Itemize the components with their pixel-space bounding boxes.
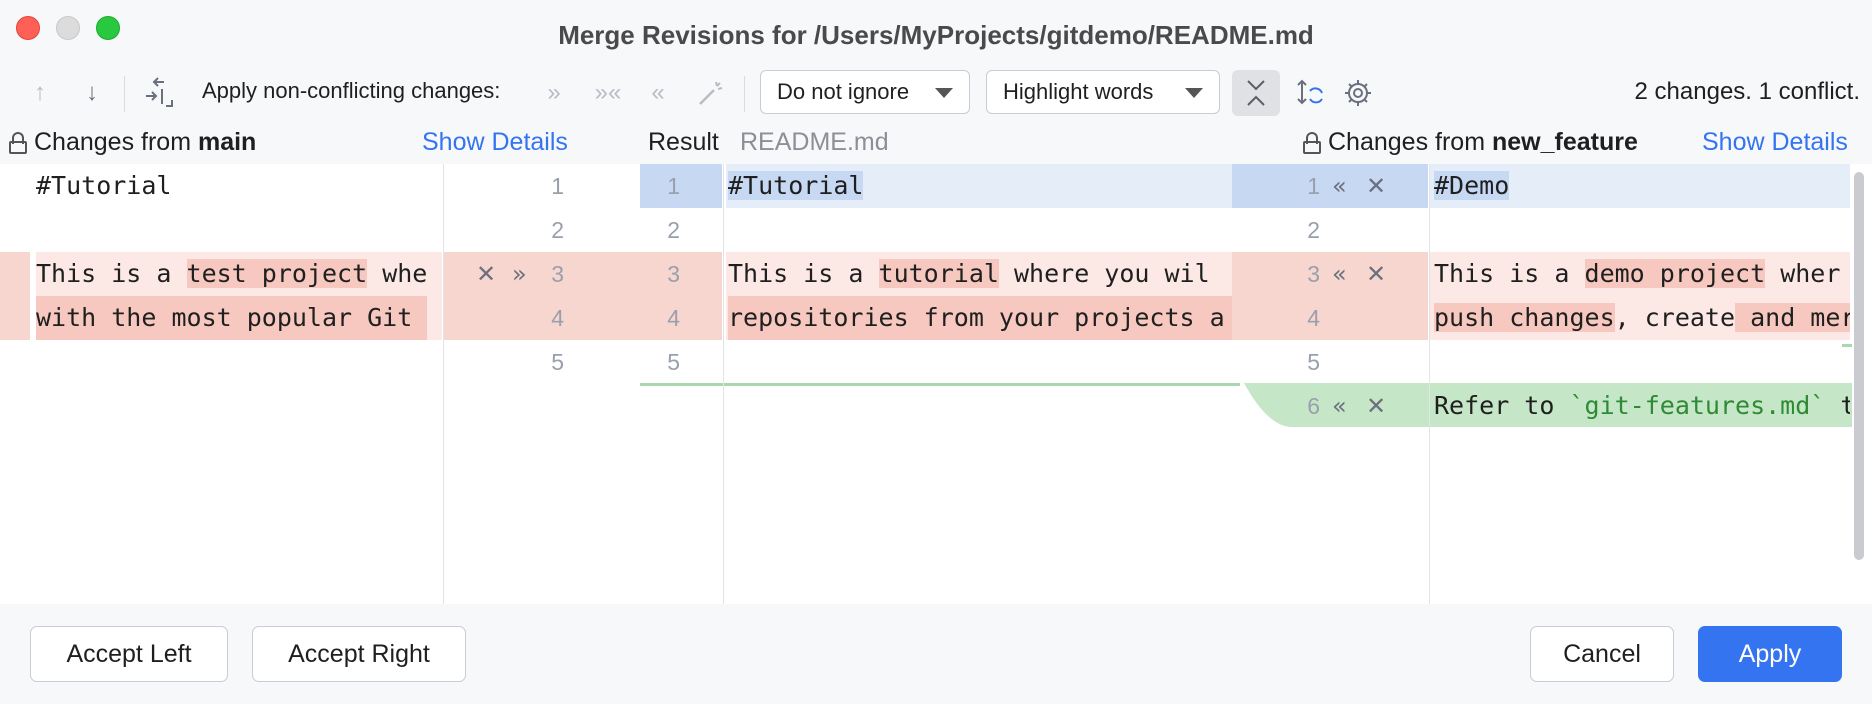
zoom-window-button[interactable] (96, 16, 120, 40)
left-conflict-marker (0, 252, 30, 340)
apply-button[interactable]: Apply (1698, 626, 1842, 682)
result-gutter-modified (640, 164, 722, 208)
right-line-number: 6 (1307, 393, 1320, 419)
apply-right-change-icon[interactable]: « (1332, 260, 1347, 288)
right-show-details-link[interactable]: Show Details (1702, 128, 1848, 156)
left-line-number: 5 (551, 349, 564, 375)
highlight-dropdown-value: Highlight words (1003, 79, 1154, 104)
result-line-number: 1 (667, 173, 680, 199)
panel-headers: Changes from main Show Details Result RE… (0, 120, 1872, 164)
changes-status: 2 changes. 1 conflict. (1634, 78, 1860, 105)
apply-right-icon[interactable]: » (547, 79, 561, 106)
toolbar: ↑ ↓ Apply non-conflicting changes: » »« … (0, 68, 1872, 118)
toolbar-separator (744, 76, 745, 112)
chevron-down-icon (1185, 88, 1203, 98)
left-line-number: 3 (551, 261, 564, 287)
apply-left-icon[interactable]: « (651, 79, 665, 106)
right-line-number: 4 (1307, 305, 1320, 331)
vertical-scrollbar[interactable] (1854, 172, 1864, 560)
sync-scroll-icon[interactable] (1292, 74, 1328, 112)
compare-icon[interactable] (138, 74, 180, 112)
right-line-number: 1 (1307, 173, 1320, 199)
discard-right-icon[interactable]: ✕ (1366, 172, 1387, 200)
left-line-4: with the most popular Git (36, 296, 428, 340)
divider (723, 164, 724, 604)
right-line-6: Refer to `git-features.md` t (1434, 391, 1850, 420)
added-block (1232, 383, 1852, 427)
left-line-number: 4 (551, 305, 564, 331)
divider (443, 164, 444, 604)
right-branch-name: new_feature (1491, 128, 1638, 156)
discard-right-icon[interactable]: ✕ (1366, 260, 1387, 288)
chevron-down-icon (935, 88, 953, 98)
toolbar-separator (124, 76, 125, 112)
discard-left-icon[interactable]: ✕ (476, 260, 497, 288)
highlight-mode-dropdown[interactable]: Highlight words (986, 70, 1220, 114)
right-gutter-conflict (1232, 252, 1428, 340)
ignore-whitespace-dropdown[interactable]: Do not ignore (760, 70, 970, 114)
apply-all-icon[interactable]: »« (594, 79, 622, 106)
window-title: Merge Revisions for /Users/MyProjects/gi… (558, 20, 1314, 50)
right-line-3: This is a demo project wher (1434, 259, 1841, 288)
lock-icon (8, 132, 28, 154)
result-file-name: README.md (740, 128, 889, 156)
minimize-window-button[interactable] (56, 16, 80, 40)
right-line-1: #Demo (1434, 171, 1510, 200)
ignore-dropdown-value: Do not ignore (777, 79, 910, 104)
right-line-number: 2 (1307, 217, 1320, 243)
merge-editor[interactable]: #Tutorial This is a test project whe wit… (0, 164, 1872, 604)
left-branch-name: main (197, 128, 257, 156)
left-show-details-link[interactable]: Show Details (422, 128, 568, 156)
title-bar: Merge Revisions for /Users/MyProjects/gi… (0, 0, 1872, 68)
right-insertion-tick (1842, 344, 1852, 347)
arrow-down-icon[interactable]: ↓ (86, 79, 98, 106)
right-line-number: 5 (1307, 349, 1320, 375)
apply-left-change-icon[interactable]: » (512, 260, 527, 288)
arrow-up-icon[interactable]: ↑ (34, 79, 46, 106)
lock-icon (1302, 132, 1322, 154)
left-panel-title: Changes from main (34, 128, 257, 156)
result-line-number: 3 (667, 261, 680, 287)
accept-left-button[interactable]: Accept Left (30, 626, 228, 682)
dialog-footer: Accept Left Accept Right Cancel Apply (0, 604, 1872, 704)
result-line-4[interactable]: repositories from your projects a (728, 296, 1232, 340)
result-line-3[interactable]: This is a tutorial where you wil (728, 259, 1210, 288)
right-line-number: 3 (1307, 261, 1320, 287)
left-gutter-conflict (444, 252, 722, 340)
magic-resolve-icon[interactable] (694, 74, 728, 112)
left-line-1: #Tutorial (36, 171, 172, 200)
result-line-number: 4 (667, 305, 680, 331)
left-line-number: 2 (551, 217, 564, 243)
result-line-number: 2 (667, 217, 680, 243)
divider (1429, 164, 1430, 604)
accept-right-button[interactable]: Accept Right (252, 626, 466, 682)
left-line-number: 1 (551, 173, 564, 199)
gear-icon[interactable] (1340, 74, 1376, 112)
apply-right-change-icon[interactable]: « (1332, 392, 1347, 420)
right-gutter-modified (1232, 164, 1428, 208)
insertion-marker (640, 383, 1240, 386)
cancel-button[interactable]: Cancel (1530, 626, 1674, 682)
close-window-button[interactable] (16, 16, 40, 40)
discard-right-icon[interactable]: ✕ (1366, 392, 1387, 420)
left-line-3: This is a test project whe (36, 259, 428, 288)
result-line-number: 5 (667, 349, 680, 375)
result-panel-title: Result (648, 128, 719, 156)
apply-non-conflicting-label: Apply non-conflicting changes: (202, 78, 501, 103)
result-line-1[interactable]: #Tutorial (728, 171, 864, 200)
apply-right-change-icon[interactable]: « (1332, 172, 1347, 200)
right-line-4: push changes, create and mer (1434, 296, 1850, 340)
collapse-unchanged-toggle[interactable] (1232, 70, 1280, 116)
right-panel-title: Changes from new_feature (1328, 128, 1638, 156)
